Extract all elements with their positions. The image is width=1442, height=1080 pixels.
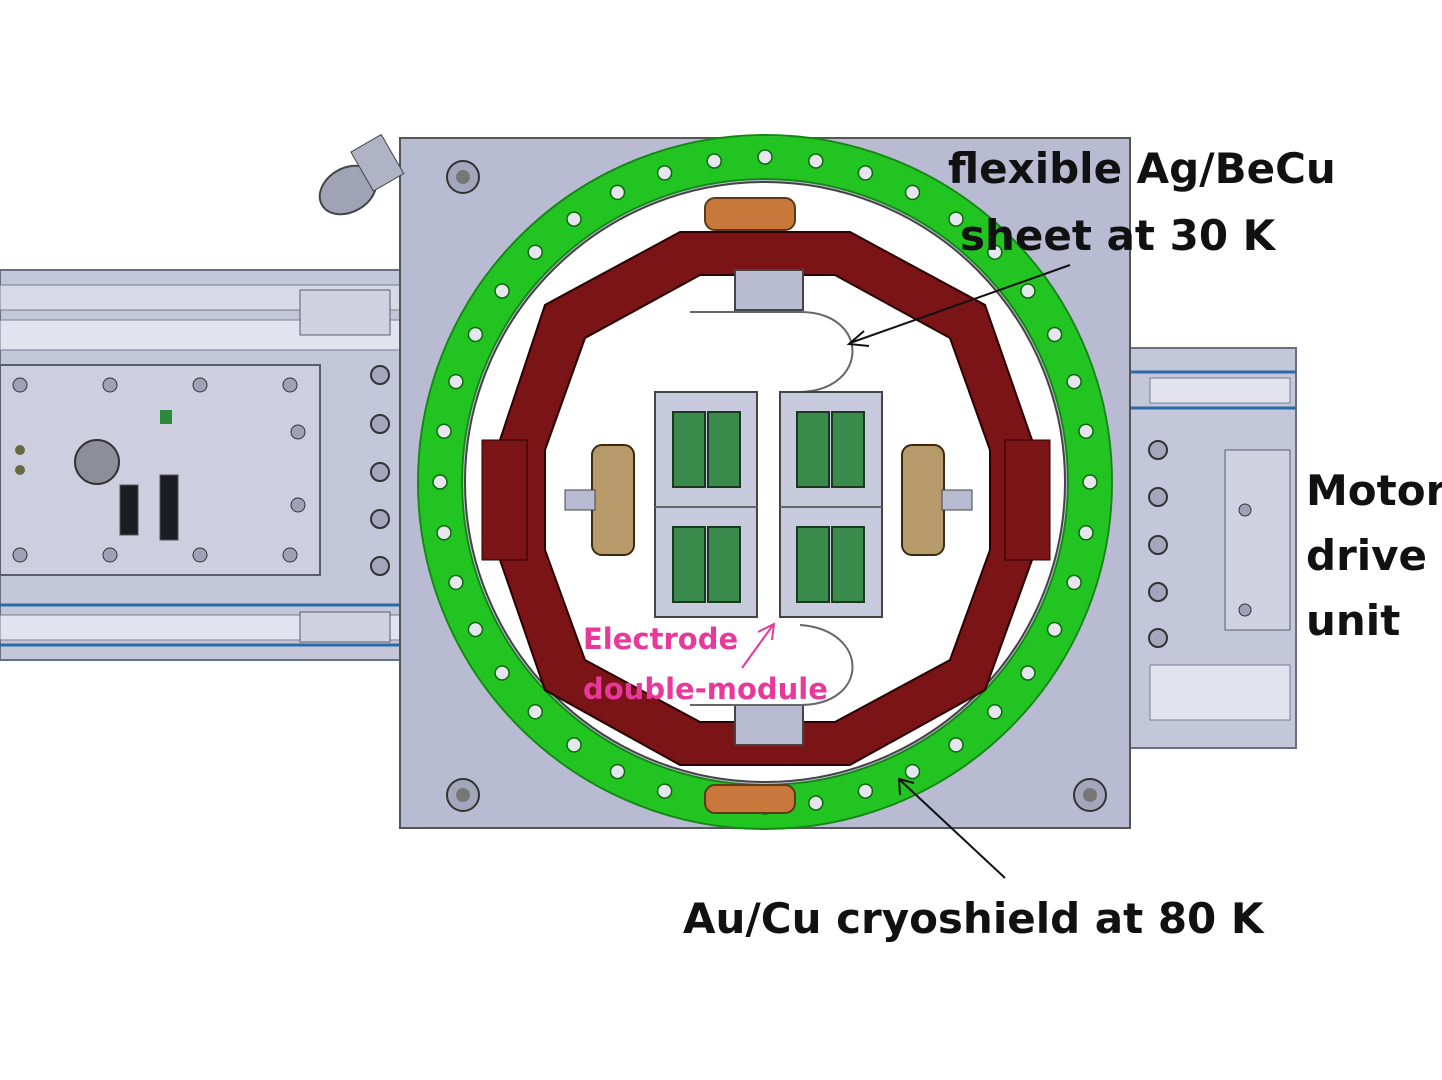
flange-bolt-hole	[1082, 474, 1098, 490]
flange-bolt-hole	[987, 704, 1003, 720]
flange-bolt-hole	[904, 763, 921, 780]
flange-bolt-hole	[494, 283, 510, 299]
flange-bolt-hole	[808, 795, 824, 811]
electrode-double-module	[654, 391, 883, 618]
flange-bolt-hole	[808, 153, 824, 169]
flange-bolt-hole	[494, 665, 510, 681]
flange-bolt-hole	[948, 737, 964, 753]
flange-bolt-hole	[436, 525, 452, 541]
motor-drive-label-line2: drive	[1306, 531, 1428, 580]
flange-bolt-hole	[904, 184, 921, 201]
flexible-sheet-label: flexible Ag/BeCu	[948, 144, 1336, 193]
flange-bolt-hole	[656, 165, 673, 181]
flange-bolt-hole	[656, 783, 673, 799]
knob-icon	[74, 439, 120, 485]
flange-bolt-hole	[566, 737, 582, 753]
flange-bolt-hole	[1066, 373, 1082, 390]
flange-bolt-hole	[432, 474, 448, 490]
electrode-label-line2: double-module	[583, 672, 828, 706]
flange-bolt-hole	[448, 373, 464, 390]
flexible-sheet-label-line2: sheet at 30 K	[960, 211, 1276, 260]
cryoshield-label: Au/Cu cryoshield at 80 K	[683, 894, 1264, 943]
flange-bolt-hole	[757, 149, 773, 165]
flange-bolt-hole	[1020, 283, 1036, 299]
flange-bolt-hole	[1078, 423, 1094, 439]
flange-bolt-hole	[1046, 326, 1063, 343]
flange-bolt-hole	[436, 423, 452, 439]
annotation-arrows	[741, 264, 1071, 879]
electrode-label: Electrode	[583, 622, 739, 656]
motor-drive-label: Motor	[1306, 466, 1442, 515]
flange-bolt-hole	[857, 783, 874, 799]
flange-bolt-hole	[467, 621, 484, 638]
flange-bolt-hole	[706, 153, 722, 169]
flange-bolt-hole	[1066, 574, 1082, 591]
flange-bolt-hole	[609, 763, 626, 780]
flange-bolt-hole	[1078, 525, 1094, 541]
flange-bolt-hole	[1046, 621, 1063, 638]
bolt-icon	[12, 377, 28, 393]
left-rail-assembly	[0, 269, 406, 661]
motor-drive-label-line3: unit	[1306, 596, 1401, 645]
flange-bolt-hole	[948, 211, 964, 227]
flange-bolt-hole	[1020, 665, 1036, 681]
flange-bolt-hole	[857, 165, 874, 181]
flange-bolt-hole	[987, 244, 1003, 260]
flange-bolt-hole	[467, 326, 484, 343]
flange-bolt-hole	[527, 244, 543, 260]
flange-bolt-hole	[527, 704, 543, 720]
connector-icon	[672, 411, 706, 488]
motor-drive-unit	[1127, 347, 1297, 749]
flange-bolt-hole	[448, 574, 464, 591]
flange-bolt-hole	[609, 184, 626, 201]
flange-bolt-hole	[566, 211, 582, 227]
